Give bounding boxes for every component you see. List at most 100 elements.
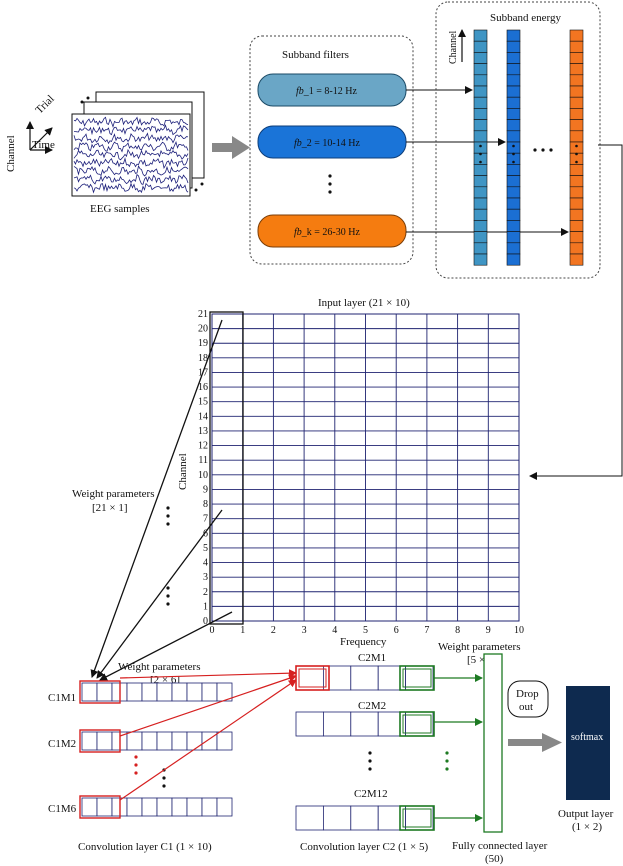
x-tick-label: 1 <box>240 625 245 636</box>
input-layer-title: Input layer (21 × 10) <box>318 297 410 309</box>
conv-layer-c2: C2M1 C2M2 C2M12 Convolution layer C2 (1 … <box>295 652 449 853</box>
gray-arrow-to-filters <box>212 136 250 159</box>
c1-feature-map-row <box>79 795 233 819</box>
c1-caption: Convolution layer C1 (1 × 10) <box>78 841 212 853</box>
c1-kernel-highlight <box>79 729 121 753</box>
y-tick-label: 14 <box>198 411 208 422</box>
y-tick-label: 11 <box>198 455 208 466</box>
softmax-label: softmax <box>571 732 603 743</box>
dropout-box <box>507 680 549 718</box>
output-caption-line2: (1 × 2) <box>572 821 602 833</box>
weight-params-2-label: Weight parameters <box>118 661 201 673</box>
c2-map-label-2: C2M2 <box>358 700 386 712</box>
weight-params-3-label: Weight parameters <box>438 641 521 653</box>
dropout-line2: out <box>519 701 533 713</box>
c1-map-label-2: C1M2 <box>48 738 76 750</box>
y-tick-label: 8 <box>203 499 208 510</box>
c2-map-label-1: C2M1 <box>358 652 386 664</box>
axis-trial-label: Trial <box>33 93 56 116</box>
conv-layer-c1: C1M1 C1M2 C1M6 Convolution layer C1 (1 ×… <box>48 680 233 853</box>
c2-caption: Convolution layer C2 (1 × 5) <box>300 841 428 853</box>
filter-fb1-label: fb_1 = 8-12 Hz <box>296 86 357 97</box>
y-tick-label: 21 <box>198 309 208 320</box>
dropout-line1: Drop <box>516 688 539 700</box>
y-tick-label: 5 <box>203 543 208 554</box>
output-layer <box>566 686 610 800</box>
y-tick-label: 4 <box>203 558 208 569</box>
eeg-samples-caption: EEG samples <box>90 203 150 215</box>
c2-weight-arrows <box>119 669 297 801</box>
output-caption-line1: Output layer <box>558 808 614 820</box>
x-tick-label: 9 <box>486 625 491 636</box>
c2-input-highlight <box>295 665 330 691</box>
subband-energy-box: Subband energy Channel <box>435 1 601 279</box>
input-y-ticks: 0123456789101112131415161718192021 <box>198 309 208 627</box>
c1-feature-map-row <box>79 729 233 753</box>
x-tick-label: 8 <box>455 625 460 636</box>
x-tick-label: 0 <box>210 625 215 636</box>
energy-column-1 <box>473 29 488 266</box>
y-tick-label: 15 <box>198 397 208 408</box>
x-tick-label: 7 <box>424 625 429 636</box>
y-tick-label: 20 <box>198 324 208 335</box>
axis-channel-label: Channel <box>5 135 17 172</box>
c2-map-label-12: C2M12 <box>354 788 388 800</box>
c1-kernel-highlight <box>79 795 121 819</box>
x-tick-label: 2 <box>271 625 276 636</box>
fc-caption-line2: (50) <box>485 853 504 865</box>
input-layer: Input layer (21 × 10) Channel Frequency … <box>177 297 524 648</box>
c2-feature-map-row <box>295 665 435 691</box>
c1-map-label-1: C1M1 <box>48 692 76 704</box>
energy-column-2 <box>506 29 521 266</box>
y-tick-label: 19 <box>198 338 208 349</box>
c1-weight-arrows <box>90 319 233 681</box>
y-tick-label: 6 <box>203 528 208 539</box>
input-x-ticks: 0 1 2 3 4 5 6 7 8 9 10 <box>210 625 525 636</box>
x-tick-label: 6 <box>394 625 399 636</box>
y-tick-label: 2 <box>203 587 208 598</box>
y-tick-label: 1 <box>203 601 208 612</box>
fc-caption-line1: Fully connected layer <box>452 840 548 852</box>
input-xlabel: Frequency <box>340 636 387 648</box>
eeg-axes: Trial Time Channel <box>5 93 57 172</box>
y-tick-label: 0 <box>203 616 208 627</box>
x-tick-label: 4 <box>332 625 337 636</box>
x-tick-label: 5 <box>363 625 368 636</box>
fc-arrows <box>434 674 483 822</box>
subband-energy-title: Subband energy <box>490 12 561 24</box>
eeg-waveforms <box>73 116 189 194</box>
weight-params-1-dims: [21 × 1] <box>92 502 128 514</box>
y-tick-label: 7 <box>203 514 208 525</box>
energy-columns <box>473 29 584 266</box>
energy-channel-label: Channel <box>448 30 459 64</box>
y-tick-label: 9 <box>203 484 208 495</box>
y-tick-label: 13 <box>198 426 208 437</box>
c1-feature-map-row <box>79 680 233 704</box>
c1-map-label-6: C1M6 <box>48 803 77 815</box>
energy-column-3 <box>569 29 584 266</box>
x-tick-label: 3 <box>302 625 307 636</box>
c1-kernel-highlight <box>79 680 121 704</box>
fc-layer <box>483 653 503 833</box>
y-tick-label: 3 <box>203 572 208 583</box>
input-first-column-highlight <box>209 311 244 625</box>
input-ylabel: Channel <box>177 453 189 490</box>
subband-filters-title: Subband filters <box>282 49 349 61</box>
c2-output-highlight <box>399 711 435 737</box>
eeg-samples: EEG samples <box>71 91 205 215</box>
y-tick-label: 10 <box>198 470 208 481</box>
filter-fbk-label: fb_k = 26-30 Hz <box>294 227 360 238</box>
axis-time-label: Time <box>32 139 55 151</box>
c2-feature-map-row <box>295 711 435 737</box>
y-tick-label: 12 <box>198 441 208 452</box>
c2-feature-map-row <box>295 805 435 831</box>
filter-fb2-label: fb_2 = 10-14 Hz <box>294 138 360 149</box>
x-tick-label: 10 <box>514 625 524 636</box>
gray-arrow-to-output <box>508 733 562 752</box>
y-tick-label: 18 <box>198 353 208 364</box>
subband-filters-box: Subband filters fb_1 = 8-12 Hz fb_2 = 10… <box>249 35 414 265</box>
filter-fbk <box>257 214 407 248</box>
y-tick-label: 16 <box>198 382 208 393</box>
weight-params-1-label: Weight parameters <box>72 488 155 500</box>
